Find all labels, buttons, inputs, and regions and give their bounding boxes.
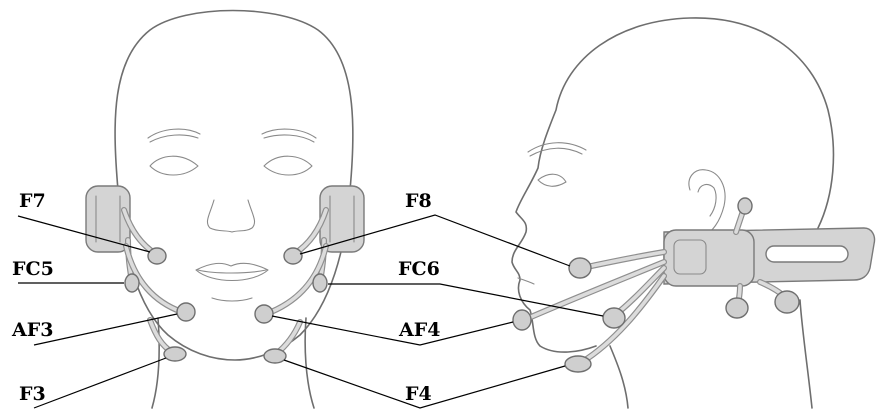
front-earpiece-left — [86, 186, 130, 252]
label-af3: AF3 — [11, 319, 53, 341]
electrode-labels: F7 FC5 AF3 F3 F8 FC6 AF4 F4 — [11, 190, 440, 405]
sensor-rear-2-side — [775, 291, 799, 313]
side-module — [664, 230, 754, 286]
sensor-af3-front — [177, 303, 195, 321]
side-eye — [538, 174, 566, 186]
sensor-fc6-front — [313, 274, 327, 292]
side-neck-front — [610, 346, 628, 408]
label-f4: F4 — [405, 383, 432, 405]
label-fc5: FC5 — [12, 258, 54, 280]
front-eyebrow-right — [262, 129, 316, 142]
side-eyebrow — [528, 143, 586, 156]
side-reference-stud — [738, 198, 752, 214]
sensor-rear-1-side — [726, 298, 748, 318]
front-neck — [152, 318, 314, 408]
sensor-f8-side — [569, 258, 591, 278]
label-fc6: FC6 — [398, 258, 440, 280]
front-eye-left — [150, 156, 198, 175]
front-eyebrow-left — [148, 129, 200, 142]
front-head-outline — [115, 11, 353, 361]
leader-af4 — [272, 316, 513, 345]
side-neck-back — [800, 300, 812, 408]
sensor-f3-front — [164, 347, 186, 361]
sensor-af4-side — [513, 310, 531, 330]
sensor-f8-front — [284, 248, 302, 264]
front-nose — [207, 200, 254, 232]
label-af4: AF4 — [398, 319, 440, 341]
side-view — [512, 18, 875, 408]
sensor-fc6-side — [603, 308, 625, 328]
side-ear — [689, 170, 725, 236]
side-headband-slot — [766, 246, 848, 262]
label-f8: F8 — [405, 190, 432, 212]
leader-f3 — [34, 358, 166, 408]
label-f7: F7 — [19, 190, 46, 212]
label-f3: F3 — [19, 383, 46, 405]
front-eye-right — [264, 156, 312, 175]
front-chin-line — [212, 298, 252, 301]
sensor-af4-front — [255, 305, 273, 323]
leader-fc6 — [328, 284, 603, 316]
sensor-f4-front — [264, 349, 286, 363]
front-mouth — [196, 263, 268, 280]
sensor-f4-side — [565, 356, 591, 372]
sensor-f7-front — [148, 248, 166, 264]
sensor-fc5-front — [125, 274, 139, 292]
front-view — [86, 11, 364, 409]
